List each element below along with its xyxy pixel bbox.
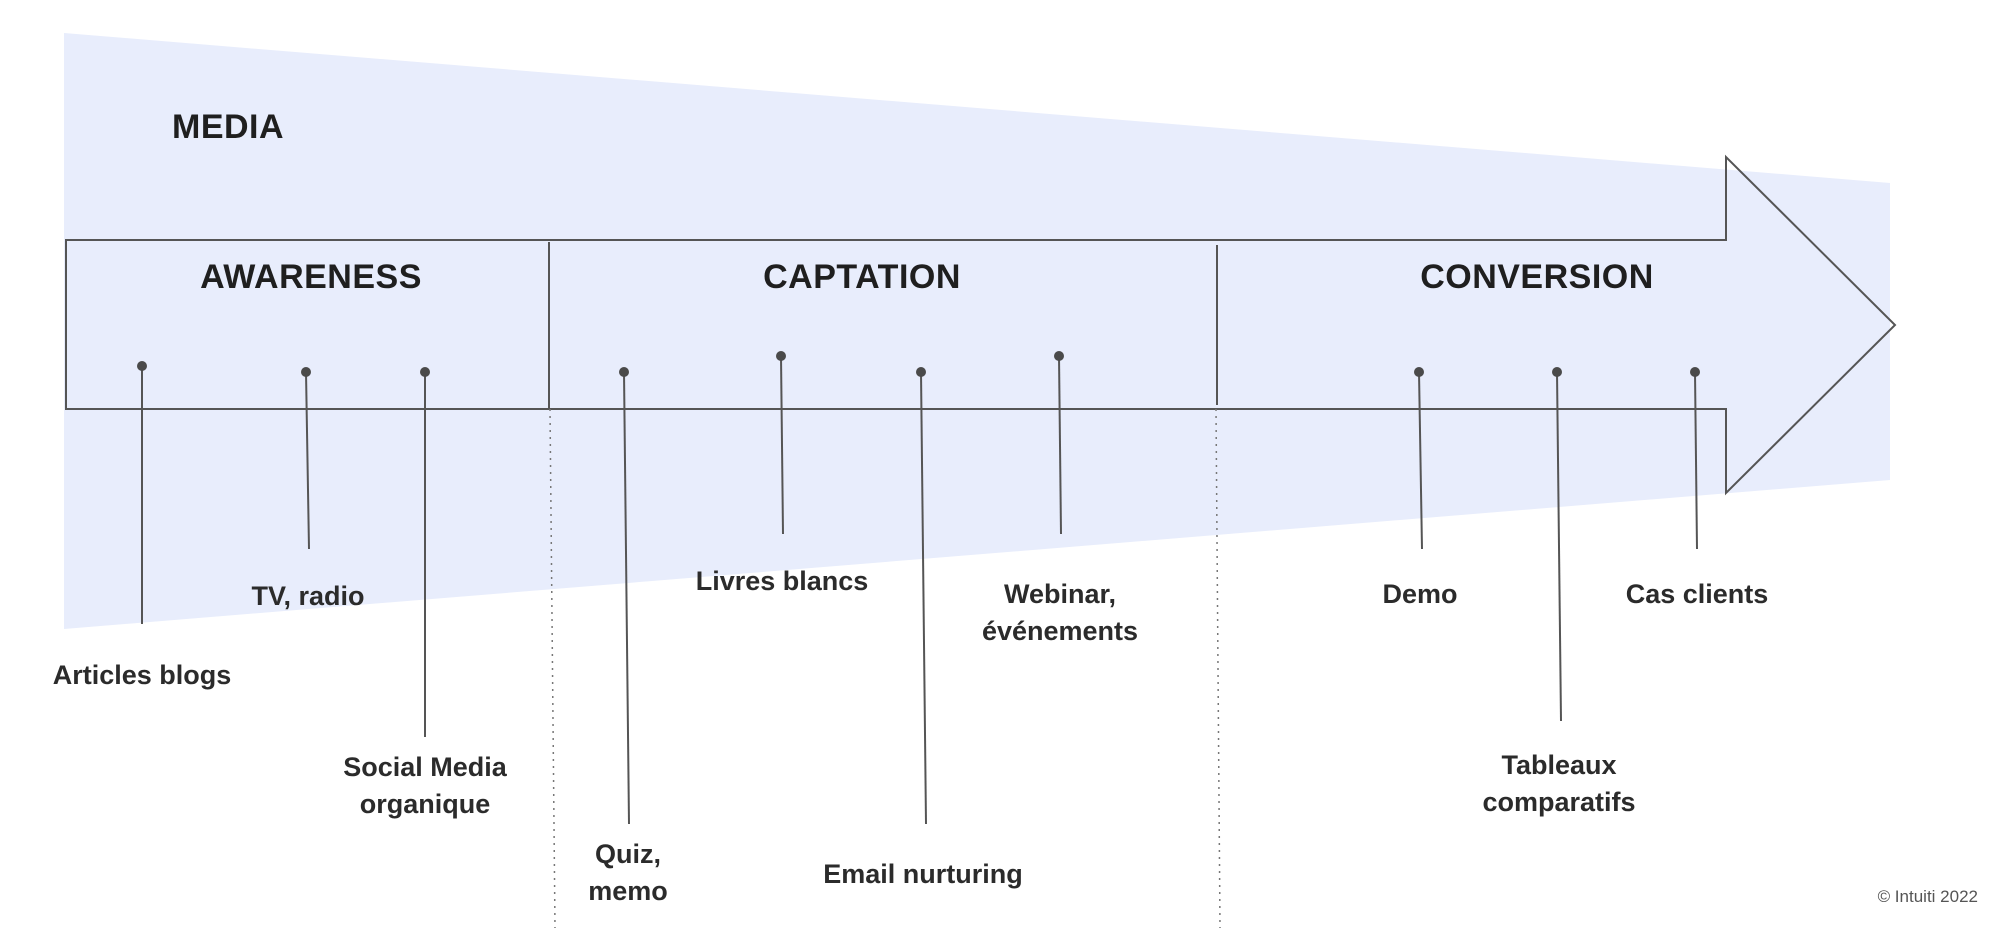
pin-livres-blancs	[776, 351, 786, 535]
label-webinar-line1: Webinar,	[1003, 579, 1117, 609]
label-tableaux-comparatifs: Tableaux comparatifs	[1482, 747, 1635, 821]
stage-conversion-title: CONVERSION	[1420, 258, 1654, 296]
label-social-media: Social Media organique	[343, 749, 507, 823]
label-social-media-line2: organique	[359, 789, 491, 819]
label-webinar: Webinar, événements	[982, 576, 1138, 650]
pin-cas-clients	[1690, 367, 1700, 550]
label-email-nurturing: Email nurturing	[823, 859, 1023, 889]
label-cas-clients: Cas clients	[1625, 579, 1769, 609]
stage-divider-dotted-1	[549, 408, 556, 929]
pin-articles-blogs	[137, 361, 147, 624]
stage-awareness-title: AWARENESS	[200, 258, 422, 296]
copyright-notice: © Intuiti 2022	[1877, 887, 1978, 906]
media-funnel-shape	[64, 33, 1890, 629]
label-livres-blancs: Livres blancs	[695, 566, 869, 596]
label-quiz-line1: Quiz,	[595, 839, 661, 869]
journey-arrow	[65, 154, 1897, 496]
pin-demo	[1414, 367, 1424, 550]
label-social-media-line1: Social Media	[343, 752, 507, 782]
stage-divider-dotted-2	[1215, 408, 1221, 929]
pin-quiz-memo	[619, 367, 630, 825]
label-tableaux-line2: comparatifs	[1482, 787, 1636, 817]
pin-tv-radio	[301, 367, 311, 550]
pin-email-nurturing	[916, 367, 927, 825]
pin-webinar	[1054, 351, 1064, 535]
media-heading: MEDIA	[172, 108, 285, 146]
label-demo: Demo	[1382, 579, 1458, 609]
label-articles-blogs: Articles blogs	[52, 660, 232, 690]
label-webinar-line2: événements	[981, 616, 1139, 646]
label-quiz-line2: memo	[588, 876, 668, 906]
stage-captation-title: CAPTATION	[763, 258, 961, 296]
label-tv-radio: TV, radio	[251, 581, 365, 611]
pin-tableaux-comparatifs	[1552, 367, 1562, 722]
label-quiz-memo: Quiz, memo	[588, 836, 668, 910]
label-tableaux-line1: Tableaux	[1501, 750, 1617, 780]
pin-social-media	[420, 367, 430, 737]
